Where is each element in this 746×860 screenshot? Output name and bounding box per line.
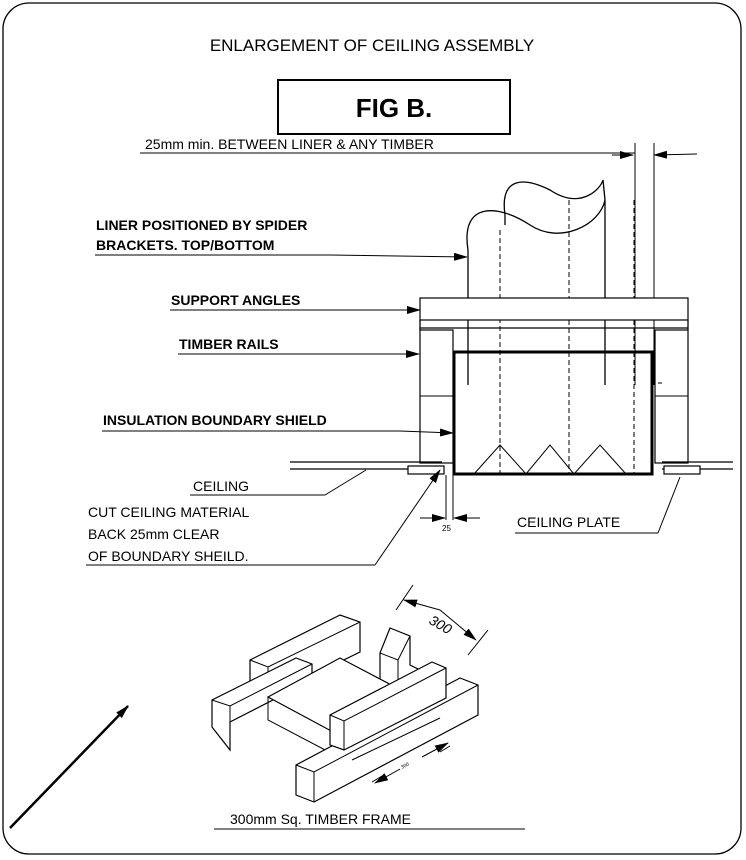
frame-width-dimension: 300 — [427, 612, 455, 638]
ceiling-plate-label: CEILING PLATE — [517, 514, 620, 530]
cut-note-leader — [374, 469, 441, 566]
liner-label-line1: LINER POSITIONED BY SPIDER — [96, 217, 307, 233]
ceiling-plate-right — [663, 465, 701, 475]
cut-note-line3: OF BOUNDARY SHEILD. — [88, 548, 249, 564]
spider-bracket-bottom — [473, 444, 627, 475]
liner-arrow — [329, 252, 468, 261]
insulation-shield-arrow — [399, 428, 454, 437]
support-angles — [419, 297, 689, 321]
cut-note-line2: BACK 25mm CLEAR — [88, 526, 219, 542]
clearance-note: 25mm min. BETWEEN LINER & ANY TIMBER — [145, 136, 434, 152]
insulation-shield-label: INSULATION BOUNDARY SHIELD — [103, 412, 327, 428]
ceiling-leader — [324, 469, 367, 496]
clearance-arrow-right — [653, 150, 698, 159]
gap-dimension: 25 — [442, 524, 451, 533]
liner-label-line2: BRACKETS. TOP/BOTTOM — [96, 237, 274, 253]
drawing-title: ENLARGEMENT OF CEILING ASSEMBLY — [210, 36, 534, 55]
figure-label-box — [277, 79, 511, 135]
frame-inner-dimension: 300 — [400, 761, 410, 770]
ceiling-plate-left — [407, 465, 445, 475]
cut-note-line1: CUT CEILING MATERIAL — [88, 504, 250, 520]
timber-rails-label: TIMBER RAILS — [179, 336, 279, 352]
insulation-boundary-shield — [452, 350, 654, 476]
timber-frame — [211, 614, 479, 803]
support-angles-label: SUPPORT ANGLES — [171, 292, 300, 308]
frame-caption: 300mm Sq. TIMBER FRAME — [230, 811, 411, 827]
pointer-arrow — [9, 705, 129, 829]
figure-label: FIG B. — [356, 93, 433, 123]
ceiling-label: CEILING — [193, 478, 249, 494]
ceiling-plate-leader — [657, 476, 681, 534]
